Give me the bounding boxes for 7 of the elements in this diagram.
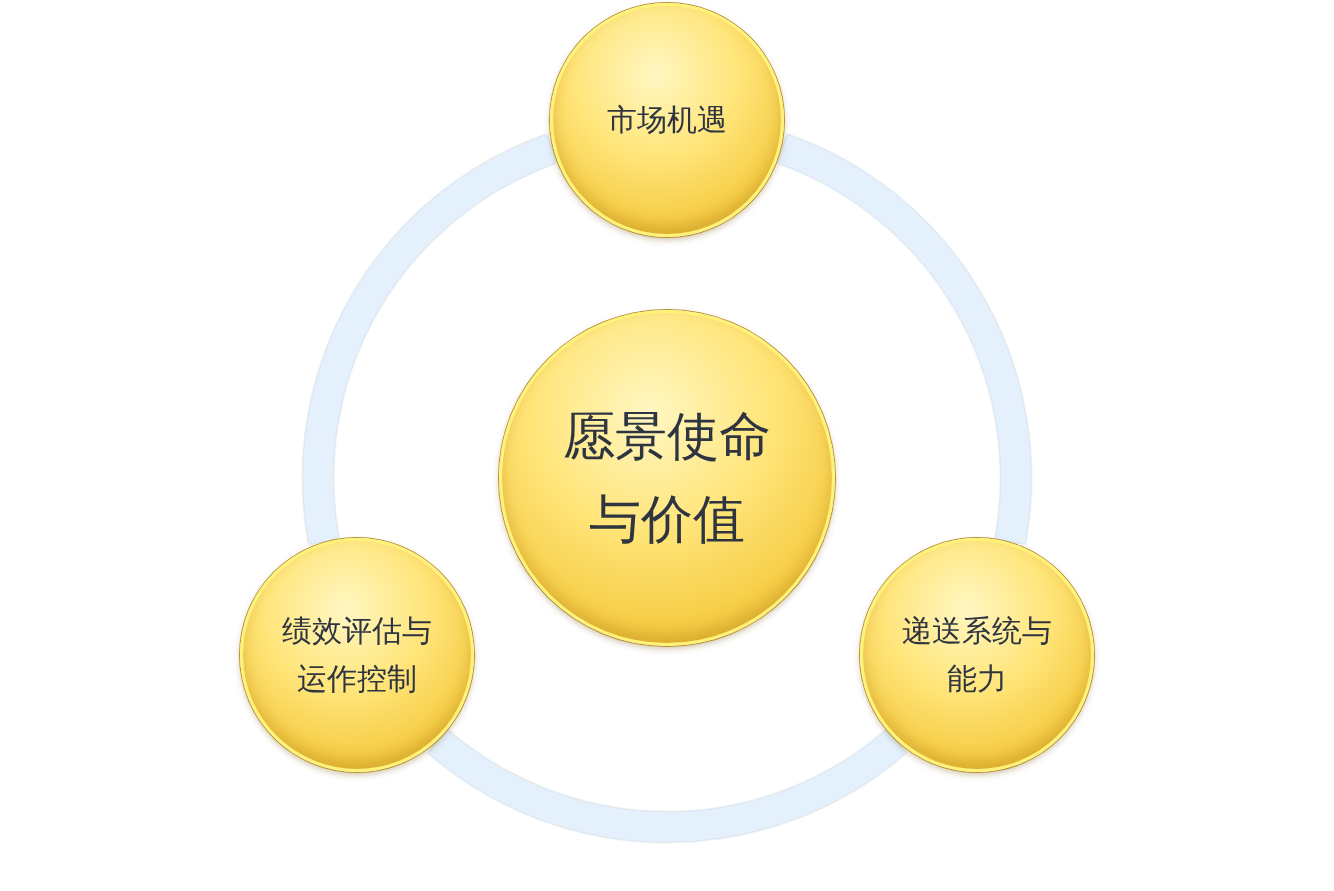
ring-connector [428, 729, 906, 842]
node-label: 递送系统与能力 [902, 612, 1052, 698]
node-label: 市场机遇 [606, 101, 728, 139]
node-label: 绩效评估与运作控制 [282, 612, 432, 698]
ring-connector [776, 134, 1031, 543]
node-label: 愿景使命与价值 [562, 404, 772, 551]
ring-connector [303, 134, 558, 543]
